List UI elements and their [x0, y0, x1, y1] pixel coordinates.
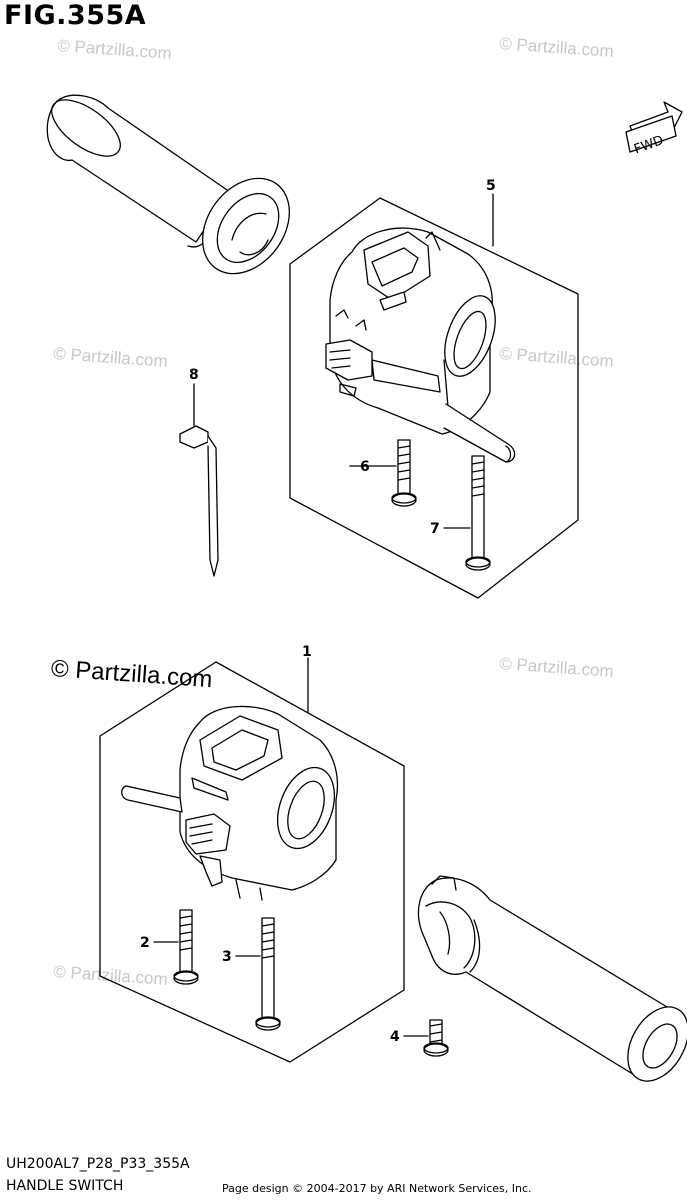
figure-code: UH200AL7_P28_P33_355A: [6, 1156, 190, 1172]
callout-3: 3: [222, 949, 232, 965]
cable-tie-8: [179, 383, 219, 577]
screw-7: [465, 455, 491, 571]
figure-title: FIG.355A: [4, 0, 147, 31]
throttle-grip-right: [417, 875, 687, 1082]
callout-2: 2: [140, 935, 150, 951]
callout-4: 4: [390, 1029, 400, 1045]
screw-4: [423, 1019, 449, 1057]
switch-box-1: [99, 661, 405, 1063]
switch-box-5: [289, 197, 579, 599]
screw-6: [391, 439, 417, 507]
callout-6: 6: [360, 459, 370, 475]
page-credit: Page design © 2004-2017 by ARI Network S…: [222, 1182, 532, 1195]
callout-7: 7: [430, 521, 440, 537]
callout-8: 8: [189, 367, 199, 383]
figure-name: HANDLE SWITCH: [6, 1178, 124, 1194]
callout-1: 1: [302, 644, 312, 660]
handle-grip-left: [46, 94, 291, 275]
screw-2: [173, 909, 199, 985]
screw-3: [255, 917, 281, 1031]
handle-switch-left: [121, 705, 339, 901]
handle-switch-right: [325, 227, 516, 463]
callout-5: 5: [486, 178, 496, 194]
fwd-arrow-icon: [625, 101, 683, 153]
